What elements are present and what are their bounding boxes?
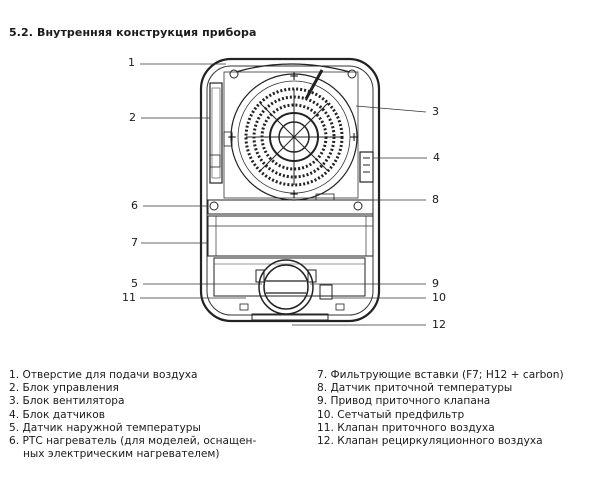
control-block (209, 82, 233, 184)
recirculation-damper (251, 313, 329, 321)
callout-3: 3 (432, 105, 439, 118)
filter-inserts (207, 215, 374, 257)
air-inlet-opening (235, 63, 351, 73)
legend-item-7: 7. Фильтрующие вставки (F7; H12 + carbon… (317, 369, 564, 381)
sensor-block (359, 151, 374, 183)
svg-text:+: + (349, 130, 359, 144)
callout-4: 4 (433, 151, 440, 164)
callout-6: 6 (131, 199, 138, 212)
callout-2: 2 (129, 111, 136, 124)
callout-11: 11 (122, 291, 136, 304)
legend-item-1: 1. Отверстие для подачи воздуха (9, 369, 198, 381)
callout-7: 7 (131, 236, 138, 249)
legend-item-9: 9. Привод приточного клапана (317, 395, 491, 408)
fan-block: + + + + (223, 69, 359, 201)
mesh-prefilter (213, 257, 366, 297)
legend-item-10: 10. Сетчатый предфильтр (317, 408, 465, 421)
section-title: 5.2. Внутренняя конструкция прибора (9, 26, 257, 39)
legend-left: 1. Отверстие для подачи воздуха 2. Блок … (9, 369, 299, 461)
device-diagram: + + + + (140, 57, 427, 326)
legend-item-6: 6. РТС нагреватель (для моделей, оснащен… (9, 435, 257, 448)
supply-damper (255, 259, 333, 315)
legend-item-12: 12. Клапан рециркуляционного воздуха (317, 435, 543, 448)
callout-9: 9 (432, 277, 439, 290)
svg-text:+: + (289, 187, 299, 201)
legend-item-2: 2. Блок управления (9, 382, 119, 395)
legend-item-3: 3. Блок вентилятора (9, 395, 125, 408)
ptc-heater (207, 199, 374, 215)
legend-item-11: 11. Клапан приточного воздуха (317, 421, 495, 434)
callout-5: 5 (131, 277, 138, 290)
legend-right: 7. Фильтрующие вставки (F7; H12 + carbon… (317, 369, 597, 448)
device-housing (199, 57, 381, 323)
callout-8: 8 (432, 193, 439, 206)
leader-lines (140, 63, 427, 326)
callout-1: 1 (128, 56, 135, 69)
legend-item-6-cont: ных электрическим нагревателем) (23, 448, 220, 461)
device-inner-frame (206, 65, 374, 316)
svg-text:+: + (289, 69, 299, 83)
legend-item-4: 4. Блок датчиков (9, 408, 106, 421)
callout-10: 10 (432, 291, 446, 304)
legend-item-8: 8. Датчик приточной температуры (317, 382, 513, 395)
callout-12: 12 (432, 318, 446, 331)
legend-item-5: 5. Датчик наружной температуры (9, 421, 201, 434)
